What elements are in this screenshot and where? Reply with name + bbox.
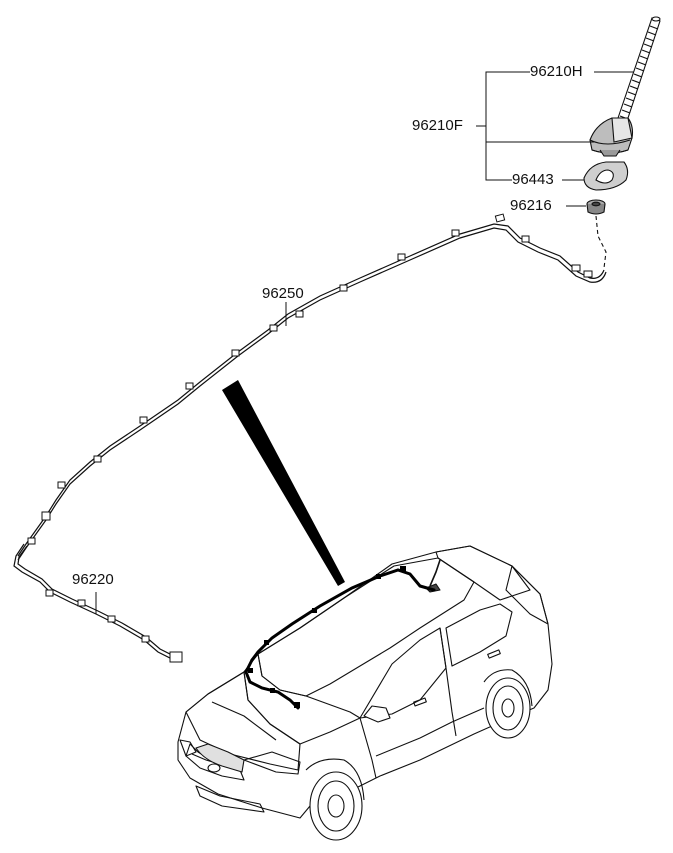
- label-grommet: 96216: [510, 197, 552, 214]
- roof-cable: [17, 213, 607, 561]
- antenna-pad: [583, 161, 629, 191]
- antenna-rod: [616, 16, 661, 125]
- label-feeder-cable: 96220: [72, 571, 114, 588]
- label-antenna-assembly: 96210F: [412, 117, 463, 134]
- car-illustration: [177, 545, 553, 841]
- car-wiring-clips: [248, 566, 406, 708]
- feeder-cable: [13, 537, 183, 663]
- grommet: [586, 199, 607, 269]
- antenna-base: [589, 117, 634, 157]
- callout-leaders: [95, 71, 634, 614]
- label-roof-cable: 96250: [262, 285, 304, 302]
- label-antenna-rod: 96210H: [530, 63, 583, 80]
- pointer-wedge: [222, 380, 345, 586]
- label-antenna-pad: 96443: [512, 171, 554, 188]
